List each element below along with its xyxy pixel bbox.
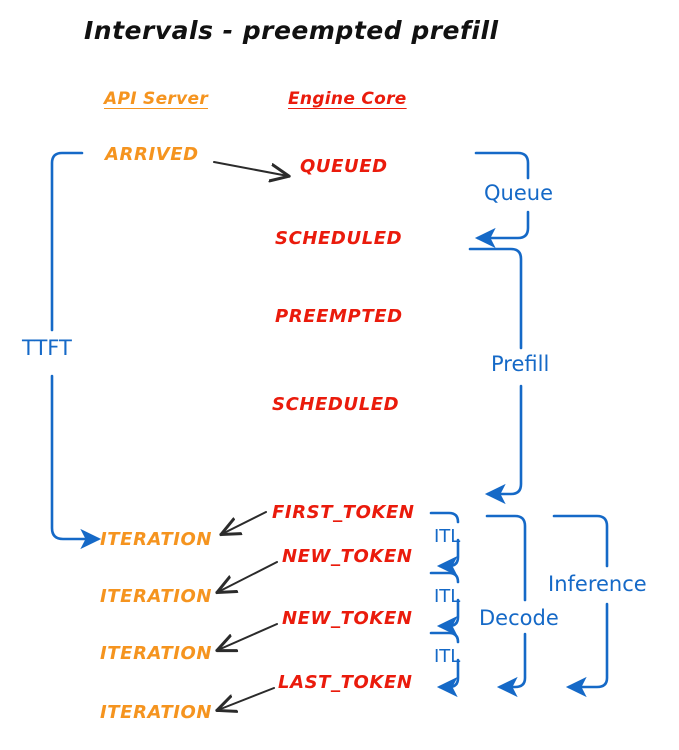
arrow-last-token-to-iteration: [218, 687, 275, 710]
state-arrived: ARRIVED: [105, 144, 199, 165]
arrow-arrived-to-queued: [213, 161, 288, 176]
interval-label-inference: Inference: [548, 572, 647, 596]
state-iteration-4: ITERATION: [100, 702, 213, 723]
arrow-new-token-2-to-iteration: [218, 623, 278, 650]
state-last-token: LAST_TOKEN: [278, 672, 413, 693]
state-scheduled-1: SCHEDULED: [275, 228, 403, 249]
bracket-itl-3: [429, 631, 460, 698]
bracket-ttft: [50, 151, 102, 550]
state-first-token: FIRST_TOKEN: [272, 502, 415, 523]
bracket-itl-2: [429, 571, 460, 637]
interval-label-ttft: TTFT: [22, 336, 72, 360]
interval-label-prefill: Prefill: [491, 352, 550, 376]
interval-label-queue: Queue: [484, 181, 553, 205]
arrow-first-token-to-iteration: [222, 511, 267, 534]
column-header-api-server: API Server: [104, 89, 209, 109]
state-queued: QUEUED: [300, 156, 388, 177]
interval-label-itl-2: ITL: [434, 586, 461, 607]
bracket-prefill: [468, 247, 523, 505]
bracket-itl-1: [429, 511, 460, 577]
state-scheduled-2: SCHEDULED: [272, 394, 400, 415]
state-new-token-2: NEW_TOKEN: [282, 608, 413, 629]
state-iteration-3: ITERATION: [100, 643, 213, 664]
bracket-queue: [474, 151, 530, 249]
interval-label-decode: Decode: [479, 606, 559, 630]
state-iteration-2: ITERATION: [100, 586, 213, 607]
bracket-inference: [552, 514, 609, 698]
page-title: Intervals - preempted prefill: [84, 16, 499, 45]
arrow-new-token-1-to-iteration: [218, 561, 278, 592]
state-iteration-1: ITERATION: [100, 529, 213, 550]
state-new-token-1: NEW_TOKEN: [282, 546, 413, 567]
column-header-engine-core: Engine Core: [288, 89, 407, 109]
bracket-decode: [485, 514, 527, 698]
interval-label-itl-1: ITL: [434, 526, 461, 547]
state-preempted: PREEMPTED: [275, 306, 403, 327]
interval-label-itl-3: ITL: [434, 646, 461, 667]
